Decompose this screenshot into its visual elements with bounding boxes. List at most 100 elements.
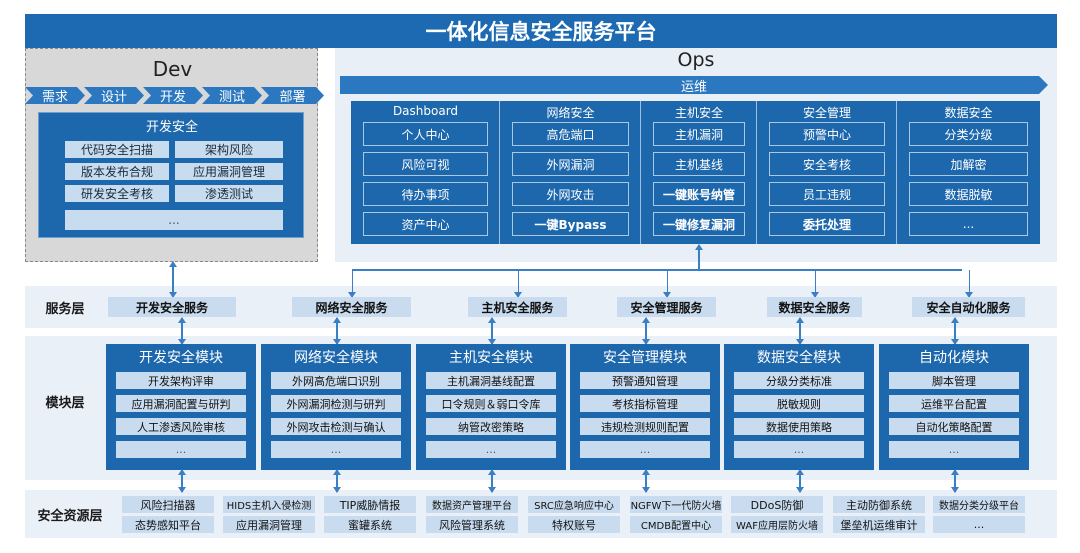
ops-item[interactable]: 一键修复漏洞 (653, 212, 745, 236)
arrow-down-icon (795, 339, 804, 345)
resource-item[interactable]: HIDS主机入侵检测 (223, 496, 315, 513)
module-item[interactable]: 考核指标管理 (580, 395, 710, 412)
resource-item[interactable]: SRC应急响应中心 (528, 496, 620, 513)
ops-item[interactable]: 待办事项 (363, 182, 488, 206)
service-4[interactable]: 数据安全服务 (767, 297, 862, 317)
resource-item[interactable]: 主动防御系统 (833, 496, 925, 513)
ops-item[interactable]: 资产中心 (363, 212, 488, 236)
connector-line (336, 470, 338, 492)
ops-item[interactable]: 预警中心 (769, 122, 885, 146)
ops-item[interactable]: 分类分级 (909, 122, 1028, 146)
ops-item[interactable]: ... (909, 212, 1028, 236)
service-3[interactable]: 安全管理服务 (617, 297, 716, 317)
module-item[interactable]: ... (116, 441, 246, 458)
module-item[interactable]: ... (580, 441, 710, 458)
module-item[interactable]: 预警通知管理 (580, 372, 710, 389)
arrow-up-icon (177, 317, 186, 323)
ops-column-title: 主机安全 (674, 106, 723, 120)
ops-item[interactable]: 委托处理 (769, 212, 885, 236)
arrow-down-icon (663, 292, 671, 298)
module-item[interactable]: 应用漏洞配置与研判 (116, 395, 246, 412)
module-item[interactable]: 外网高危端口识别 (271, 372, 401, 389)
dev-stage-bar: 需求设计开发测试部署 (25, 87, 321, 104)
dev-stage-0: 需求 (25, 87, 85, 104)
module-item[interactable]: 脚本管理 (889, 372, 1019, 389)
resource-item[interactable]: 风险扫描器 (122, 496, 214, 513)
module-item[interactable]: 口令规则＆弱口令库 (426, 395, 556, 412)
module-item[interactable]: 外网攻击检测与确认 (271, 418, 401, 435)
resource-item[interactable]: NGFW下一代防火墙 (630, 496, 722, 513)
module-item[interactable]: ... (889, 441, 1019, 458)
resource-item[interactable]: 风险管理系统 (426, 516, 518, 533)
module-item[interactable]: 外网漏洞检测与研判 (271, 395, 401, 412)
dev-more: ... (65, 210, 283, 230)
ops-item[interactable]: 安全考核 (769, 152, 885, 176)
ops-item[interactable]: 加解密 (909, 152, 1028, 176)
service-layer-label: 服务层 (45, 302, 85, 317)
module-item[interactable]: 自动化策略配置 (889, 418, 1019, 435)
ops-item[interactable]: 风险可视 (363, 152, 488, 176)
module-item[interactable]: 纳管改密策略 (426, 418, 556, 435)
arrow-down-icon (177, 339, 186, 345)
ops-item[interactable]: 一键Bypass (512, 212, 629, 236)
resource-item[interactable]: 数据资产管理平台 (426, 496, 518, 513)
dev-title: Dev (152, 57, 193, 81)
resource-item[interactable]: 态势感知平台 (122, 516, 214, 533)
ops-item[interactable]: 一键账号纳管 (653, 182, 745, 206)
resource-item[interactable]: DDoS防御 (731, 496, 823, 513)
resource-item[interactable]: 蜜罐系统 (324, 516, 416, 533)
resource-item[interactable]: 应用漏洞管理 (223, 516, 315, 533)
ops-item[interactable]: 个人中心 (363, 122, 488, 146)
module-title: 开发安全模块 (139, 350, 223, 366)
arrow-up-icon (950, 317, 959, 323)
module-title: 网络安全模块 (294, 350, 378, 366)
module-item[interactable]: ... (734, 441, 864, 458)
service-0[interactable]: 开发安全服务 (108, 297, 236, 317)
dev-item: 代码安全扫描 (65, 141, 169, 158)
ops-item[interactable]: 外网攻击 (512, 182, 629, 206)
resource-item[interactable]: CMDB配置中心 (630, 516, 722, 533)
resource-item[interactable]: 特权账号 (528, 516, 620, 533)
module-item[interactable]: 主机漏洞基线配置 (426, 372, 556, 389)
module-item[interactable]: 数据使用策略 (734, 418, 864, 435)
resource-item[interactable]: ... (933, 516, 1025, 533)
resource-item[interactable]: WAF应用层防火墙 (731, 516, 823, 533)
module-item[interactable]: ... (426, 441, 556, 458)
resource-item[interactable]: TIP威胁情报 (324, 496, 416, 513)
connector-line (172, 262, 174, 297)
module-item[interactable]: 分级分类标准 (734, 372, 864, 389)
module-item[interactable]: 开发架构评审 (116, 372, 246, 389)
resource-item[interactable]: 堡垒机运维审计 (833, 516, 925, 533)
module-item[interactable]: 运维平台配置 (889, 395, 1019, 412)
ops-item[interactable]: 高危端口 (512, 122, 629, 146)
module-item[interactable]: ... (271, 441, 401, 458)
ops-title: Ops (677, 49, 715, 71)
module-item[interactable]: 人工渗透风险审核 (116, 418, 246, 435)
arrow-down-icon (487, 487, 496, 493)
resource-item[interactable]: 数据分类分级平台 (933, 496, 1025, 513)
arrow-up-icon (487, 317, 496, 323)
ops-item[interactable]: 员工违规 (769, 182, 885, 206)
ops-column-title: 网络安全 (546, 106, 595, 120)
arrow-down-icon (177, 487, 186, 493)
service-5[interactable]: 安全自动化服务 (912, 297, 1025, 317)
dev-stage-2: 开发 (143, 87, 203, 104)
module-item[interactable]: 脱敏规则 (734, 395, 864, 412)
service-1[interactable]: 网络安全服务 (292, 297, 411, 317)
dev-stage-3: 测试 (202, 87, 262, 104)
ops-item[interactable]: 数据脱敏 (909, 182, 1028, 206)
ops-item[interactable]: 主机漏洞 (653, 122, 745, 146)
ops-column-title: 数据安全 (944, 106, 993, 120)
service-2[interactable]: 主机安全服务 (468, 297, 567, 317)
ops-column-2: 主机安全主机漏洞主机基线一键账号纳管一键修复漏洞 (641, 101, 757, 244)
module-0: 开发安全模块开发架构评审应用漏洞配置与研判人工渗透风险审核... (106, 344, 256, 470)
ops-item[interactable]: 主机基线 (653, 152, 745, 176)
ops-item[interactable]: 外网漏洞 (512, 152, 629, 176)
arrow-down-icon (641, 339, 650, 345)
connector-line (181, 318, 183, 344)
module-item[interactable]: 违规检测规则配置 (580, 418, 710, 435)
module-1: 网络安全模块外网高危端口识别外网漏洞检测与研判外网攻击检测与确认... (261, 344, 411, 470)
arrow-up-icon (795, 317, 804, 323)
